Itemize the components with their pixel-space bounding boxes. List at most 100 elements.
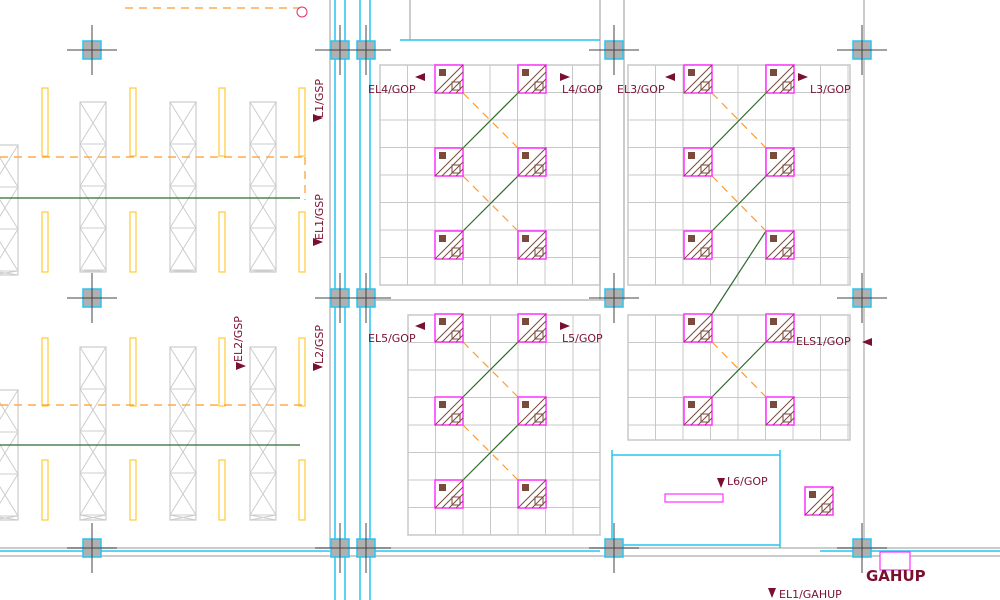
hatch	[818, 500, 834, 516]
hatch	[531, 161, 547, 177]
label-el1-gahup: EL1/GAHUP	[779, 588, 842, 600]
hatch	[765, 396, 795, 426]
lighting-circuit	[711, 92, 767, 149]
home-run-arrow	[768, 588, 776, 598]
rack-brace	[249, 227, 277, 271]
rack-brace	[249, 388, 277, 432]
rack-brace	[79, 430, 107, 474]
rack-brace	[0, 473, 19, 505]
home-run-arrow	[560, 322, 570, 330]
ceiling-grid-room	[627, 314, 851, 441]
hatch	[517, 147, 547, 177]
hatch	[779, 327, 795, 343]
storage-rack	[0, 389, 19, 521]
hatch	[531, 410, 547, 426]
hatch	[697, 410, 713, 426]
label-l2-gsp: L2/GSP	[313, 325, 326, 364]
rack-brace	[169, 269, 197, 273]
hatch	[531, 493, 547, 509]
hatch	[779, 161, 795, 177]
hatch	[448, 78, 464, 94]
storage-rack	[169, 101, 197, 273]
strip-light	[41, 87, 49, 157]
rack-brace	[79, 472, 107, 516]
lighting-circuit	[462, 92, 519, 149]
strip-light	[41, 459, 49, 521]
rack-brace	[169, 143, 197, 187]
hatch	[517, 313, 547, 343]
home-run-arrow	[717, 478, 725, 488]
rack-brace	[249, 101, 277, 145]
storage-rack	[0, 144, 19, 276]
fixture-head	[439, 235, 446, 242]
fixture-head	[522, 235, 529, 242]
rack-brace	[169, 185, 197, 229]
rack-brace	[169, 430, 197, 474]
strip-light	[41, 337, 49, 407]
fixture-battery	[534, 81, 544, 91]
fixture-head	[770, 152, 777, 159]
hatch	[434, 230, 464, 260]
label-l1-gsp: L1/GSP	[313, 79, 326, 118]
label-el1-gsp: EL1/GSP	[313, 194, 326, 240]
rack-brace	[79, 269, 107, 273]
fixture-battery	[451, 81, 461, 91]
rack-brace	[0, 240, 19, 272]
lighting-circuit	[462, 341, 519, 398]
label-l4-gop: L4/GOP	[562, 83, 603, 96]
lighting-circuit	[462, 175, 519, 232]
rack-brace	[79, 143, 107, 187]
label-el2-gsp: EL2/GSP	[232, 316, 245, 362]
hatch	[448, 410, 464, 426]
home-run-arrow	[313, 363, 323, 371]
fixture-head	[439, 69, 446, 76]
outlet-symbol	[296, 6, 308, 18]
fixture-head	[439, 318, 446, 325]
strip-light	[129, 337, 137, 407]
fixture-battery	[700, 330, 710, 340]
hatch	[517, 479, 547, 509]
rack-brace	[249, 269, 277, 273]
hatch	[517, 396, 547, 426]
label-el4-gop: EL4/GOP	[368, 83, 416, 96]
rack-brace	[249, 143, 277, 187]
fixture-head	[770, 69, 777, 76]
storage-rack	[249, 101, 277, 273]
fixture-battery	[700, 164, 710, 174]
hatch	[434, 313, 464, 343]
rack-brace	[0, 389, 19, 421]
strip-light	[129, 87, 137, 157]
label-el5-gop: EL5/GOP	[368, 332, 416, 345]
fixture-head	[688, 401, 695, 408]
rack-brace	[169, 472, 197, 516]
rack-brace	[249, 472, 277, 516]
fixture-battery	[700, 413, 710, 423]
hatch	[765, 313, 795, 343]
hatch	[531, 78, 547, 94]
fixture-battery	[700, 247, 710, 257]
fixture-head	[688, 69, 695, 76]
rack-brace	[0, 198, 19, 230]
strip-light	[218, 459, 226, 521]
hatch	[683, 396, 713, 426]
rack-brace	[0, 144, 19, 176]
rack-brace	[169, 101, 197, 145]
hatch	[779, 244, 795, 260]
fixture-head	[522, 318, 529, 325]
rack-brace	[0, 431, 19, 463]
strip-light	[41, 211, 49, 273]
rack-brace	[0, 186, 19, 218]
light-fixtures	[434, 64, 911, 571]
fixture-head	[522, 401, 529, 408]
hatch	[448, 244, 464, 260]
fixture-head	[770, 318, 777, 325]
rack-brace	[0, 401, 19, 433]
hatch	[434, 396, 464, 426]
fixture-head	[439, 152, 446, 159]
strip-light	[298, 211, 306, 273]
storage-racks	[0, 87, 306, 521]
rack-brace	[169, 346, 197, 390]
fixture-battery	[451, 496, 461, 506]
fixture-battery	[782, 81, 792, 91]
